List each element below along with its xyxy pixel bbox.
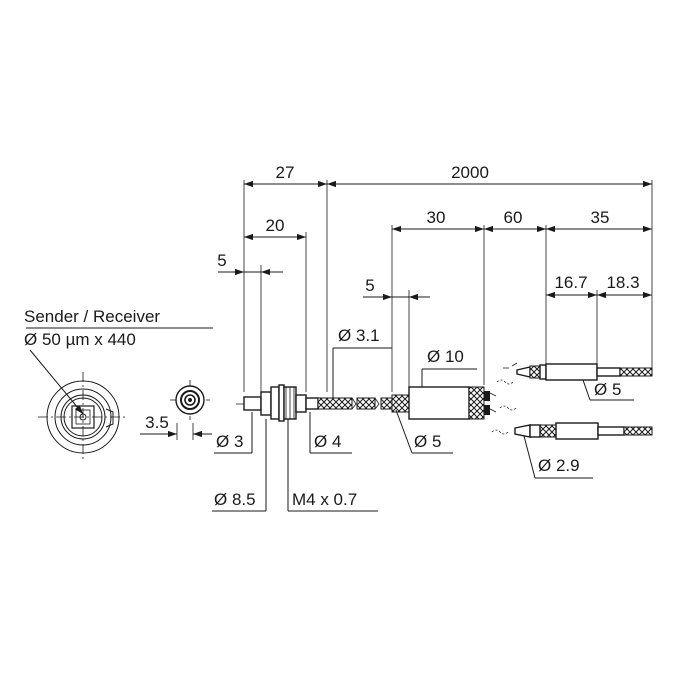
- cable-braid-3: [380, 397, 393, 410]
- dim-5a-label: 5: [217, 251, 226, 270]
- lower-sleeve: [555, 422, 599, 440]
- dia3-label: Ø 3: [216, 432, 243, 451]
- fiber-label: Ø 50 µm x 440: [24, 330, 136, 349]
- dim-5b-label: 5: [365, 276, 374, 295]
- collar: [260, 391, 272, 416]
- upper-fiber: [619, 367, 653, 377]
- lower-crimp: [539, 424, 557, 438]
- dia4-label: Ø 4: [314, 432, 341, 451]
- dia8-5-label: Ø 8.5: [214, 490, 256, 509]
- sender-receiver-label: Sender / Receiver: [24, 307, 160, 326]
- dim-20-label: 20: [266, 216, 285, 235]
- dia2-9-label: Ø 2.9: [538, 456, 580, 475]
- nut-left: [270, 386, 280, 420]
- amplifier-connector: [380, 386, 497, 420]
- dia10-label: Ø 10: [427, 347, 464, 366]
- shoulder: [295, 394, 307, 413]
- dim-16-7-label: 16.7: [554, 273, 587, 292]
- m4-label: M4 x 0.7: [292, 490, 357, 509]
- cable-braid-1: [317, 397, 353, 410]
- dim-3-5-label: 3.5: [145, 413, 169, 432]
- dim-2000-label: 2000: [451, 163, 489, 182]
- front-view-small: [170, 380, 210, 420]
- sleeve-dia4: [305, 397, 319, 410]
- cable-braid-2: [356, 397, 376, 410]
- fiber-end-lower: [514, 422, 653, 440]
- tip-dia3: [243, 396, 262, 411]
- nut-mid: [278, 384, 285, 422]
- upper-sleeve: [545, 363, 598, 381]
- front-view-large: [38, 372, 128, 462]
- dim-30-label: 30: [427, 208, 446, 227]
- dia5-right-label: Ø 5: [594, 380, 621, 399]
- break-marks: [491, 362, 518, 435]
- dim-18-3-label: 18.3: [606, 273, 639, 292]
- dia5-mid-label: Ø 5: [414, 432, 441, 451]
- sleeve-dia5: [391, 394, 410, 413]
- lower-fiber: [623, 426, 653, 436]
- fiber-leader: [29, 349, 84, 415]
- dia5-mid-leader: [395, 409, 413, 454]
- dim-27-label: 27: [276, 163, 295, 182]
- dia3-1-label: Ø 3.1: [338, 326, 380, 345]
- dia5-right-leader: [582, 379, 591, 401]
- housing-end: [468, 386, 485, 420]
- fiber-end-upper: [516, 363, 653, 381]
- dim-35-label: 35: [591, 208, 610, 227]
- upper-crimp: [529, 365, 541, 379]
- housing-dia10: [408, 386, 470, 420]
- dia2-9-leader: [523, 435, 536, 479]
- dimension-lines: [140, 180, 652, 438]
- dim-60-label: 60: [504, 208, 523, 227]
- sensor-head: [236, 384, 353, 422]
